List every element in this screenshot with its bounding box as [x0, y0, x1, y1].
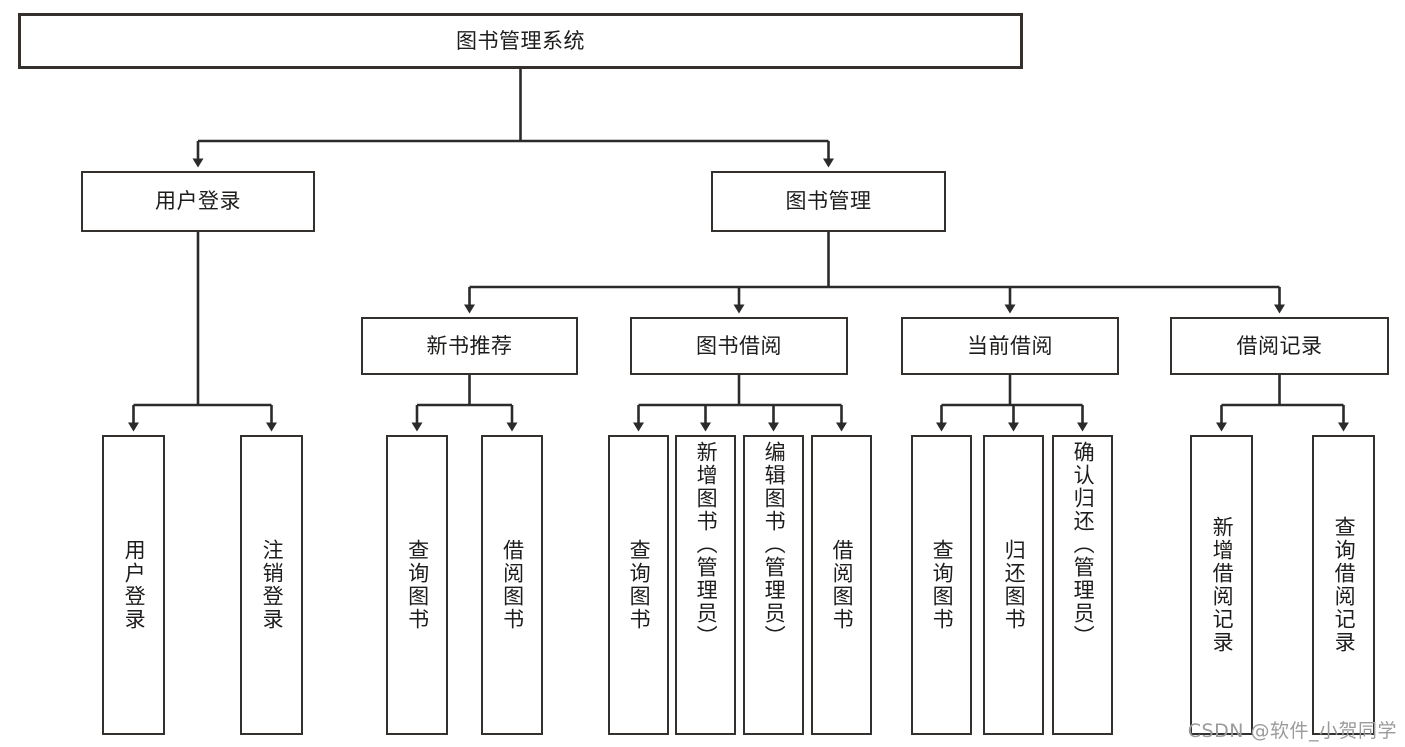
node-label: 借阅记录 [1236, 333, 1323, 358]
node-book-borrow[interactable]: 图书借阅 [630, 317, 848, 375]
node-book-manage[interactable]: 图书管理 [711, 171, 946, 232]
node-label: 图书借阅 [696, 333, 782, 358]
node-leaf-query-book-2[interactable]: 查询图书 [608, 435, 669, 735]
node-current-borrow[interactable]: 当前借阅 [901, 317, 1119, 375]
csdn-watermark: CSDN @软件_小贺同学 [1187, 720, 1397, 742]
node-leaf-add-book[interactable]: 新增图书（管理员） [675, 435, 736, 735]
node-leaf-query-book-3[interactable]: 查询图书 [911, 435, 972, 735]
node-leaf-borrow-book-2[interactable]: 借阅图书 [811, 435, 872, 735]
node-label: 借阅图书 [500, 539, 525, 631]
node-root[interactable]: 图书管理系统 [18, 13, 1023, 69]
node-user-login[interactable]: 用户登录 [81, 171, 315, 232]
node-label: 新书推荐 [426, 333, 513, 358]
node-label: 新增图书（管理员） [694, 441, 719, 648]
node-label: 图书管理 [785, 189, 872, 214]
node-leaf-borrow-book-1[interactable]: 借阅图书 [481, 435, 543, 735]
node-label: 当前借阅 [967, 333, 1053, 358]
node-new-book-recommend[interactable]: 新书推荐 [361, 317, 578, 375]
node-leaf-query-book-1[interactable]: 查询图书 [386, 435, 448, 735]
node-label: 图书管理系统 [456, 28, 585, 53]
node-label: 编辑图书（管理员） [762, 441, 787, 648]
node-label: 借阅图书 [830, 539, 855, 631]
node-label: 查询图书 [405, 539, 430, 631]
node-leaf-confirm-return[interactable]: 确认归还（管理员） [1052, 435, 1113, 735]
node-label: 归还图书 [1002, 539, 1027, 631]
node-leaf-edit-book[interactable]: 编辑图书（管理员） [743, 435, 804, 735]
node-label: 用户登录 [122, 539, 147, 631]
node-label: 用户登录 [155, 189, 241, 214]
node-label: 注销登录 [260, 539, 285, 631]
node-leaf-add-record[interactable]: 新增借阅记录 [1190, 435, 1253, 735]
node-label: 确认归还（管理员） [1071, 441, 1096, 648]
node-leaf-return-book[interactable]: 归还图书 [983, 435, 1044, 735]
node-label: 查询图书 [627, 539, 652, 631]
node-borrow-record[interactable]: 借阅记录 [1170, 317, 1389, 375]
node-label: 新增借阅记录 [1210, 516, 1235, 654]
node-label: 查询借阅记录 [1332, 516, 1357, 654]
node-leaf-logout[interactable]: 注销登录 [240, 435, 303, 735]
node-leaf-query-record[interactable]: 查询借阅记录 [1312, 435, 1375, 735]
node-label: 查询图书 [930, 539, 955, 631]
node-leaf-user-login[interactable]: 用户登录 [102, 435, 165, 735]
